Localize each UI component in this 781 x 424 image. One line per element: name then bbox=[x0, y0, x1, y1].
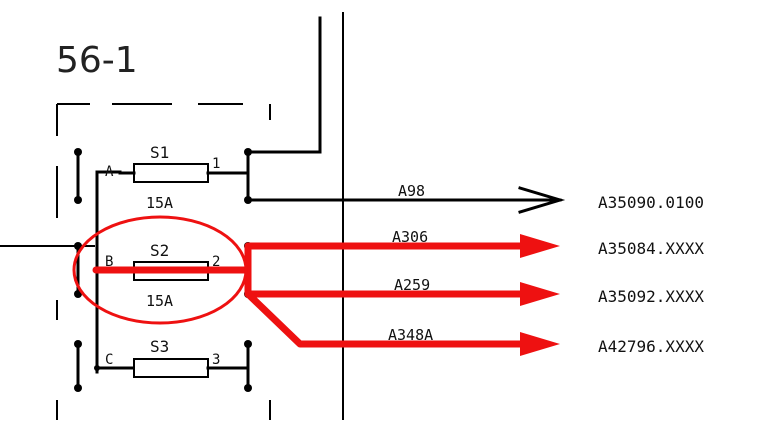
svg-text:15A: 15A bbox=[146, 194, 173, 212]
highlight-ellipse bbox=[72, 215, 248, 325]
fuse-s1: A S1 15A 1 bbox=[74, 143, 252, 212]
svg-text:2: 2 bbox=[212, 254, 220, 270]
svg-text:A98: A98 bbox=[398, 182, 425, 200]
svg-text:A: A bbox=[105, 164, 114, 180]
fuse-s2: B S2 15A 2 bbox=[74, 241, 252, 310]
wire-a348a-label: A348A bbox=[388, 326, 433, 344]
dest-a348a: A42796.XXXX bbox=[598, 337, 704, 356]
block-boundary bbox=[56, 103, 271, 420]
feed-wire bbox=[246, 16, 322, 154]
svg-text:1: 1 bbox=[212, 156, 220, 172]
dest-a306: A35084.XXXX bbox=[598, 239, 704, 258]
svg-text:S2: S2 bbox=[150, 241, 169, 260]
svg-text:15A: 15A bbox=[146, 292, 173, 310]
fuse-s3: C S3 3 bbox=[74, 337, 252, 392]
svg-text:S3: S3 bbox=[150, 337, 169, 356]
dest-a98: A35090.0100 bbox=[598, 193, 704, 212]
dest-a259: A35092.XXXX bbox=[598, 287, 704, 306]
wire-a306-label: A306 bbox=[392, 228, 428, 246]
svg-text:3: 3 bbox=[212, 352, 220, 368]
wire-a98: A98 bbox=[246, 182, 566, 214]
wire-a259-label: A259 bbox=[394, 276, 430, 294]
block-title: 56-1 bbox=[56, 40, 138, 81]
svg-text:S1: S1 bbox=[150, 143, 169, 162]
svg-text:B: B bbox=[105, 254, 113, 270]
highlighted-path bbox=[92, 234, 560, 356]
svg-text:C: C bbox=[105, 352, 113, 368]
